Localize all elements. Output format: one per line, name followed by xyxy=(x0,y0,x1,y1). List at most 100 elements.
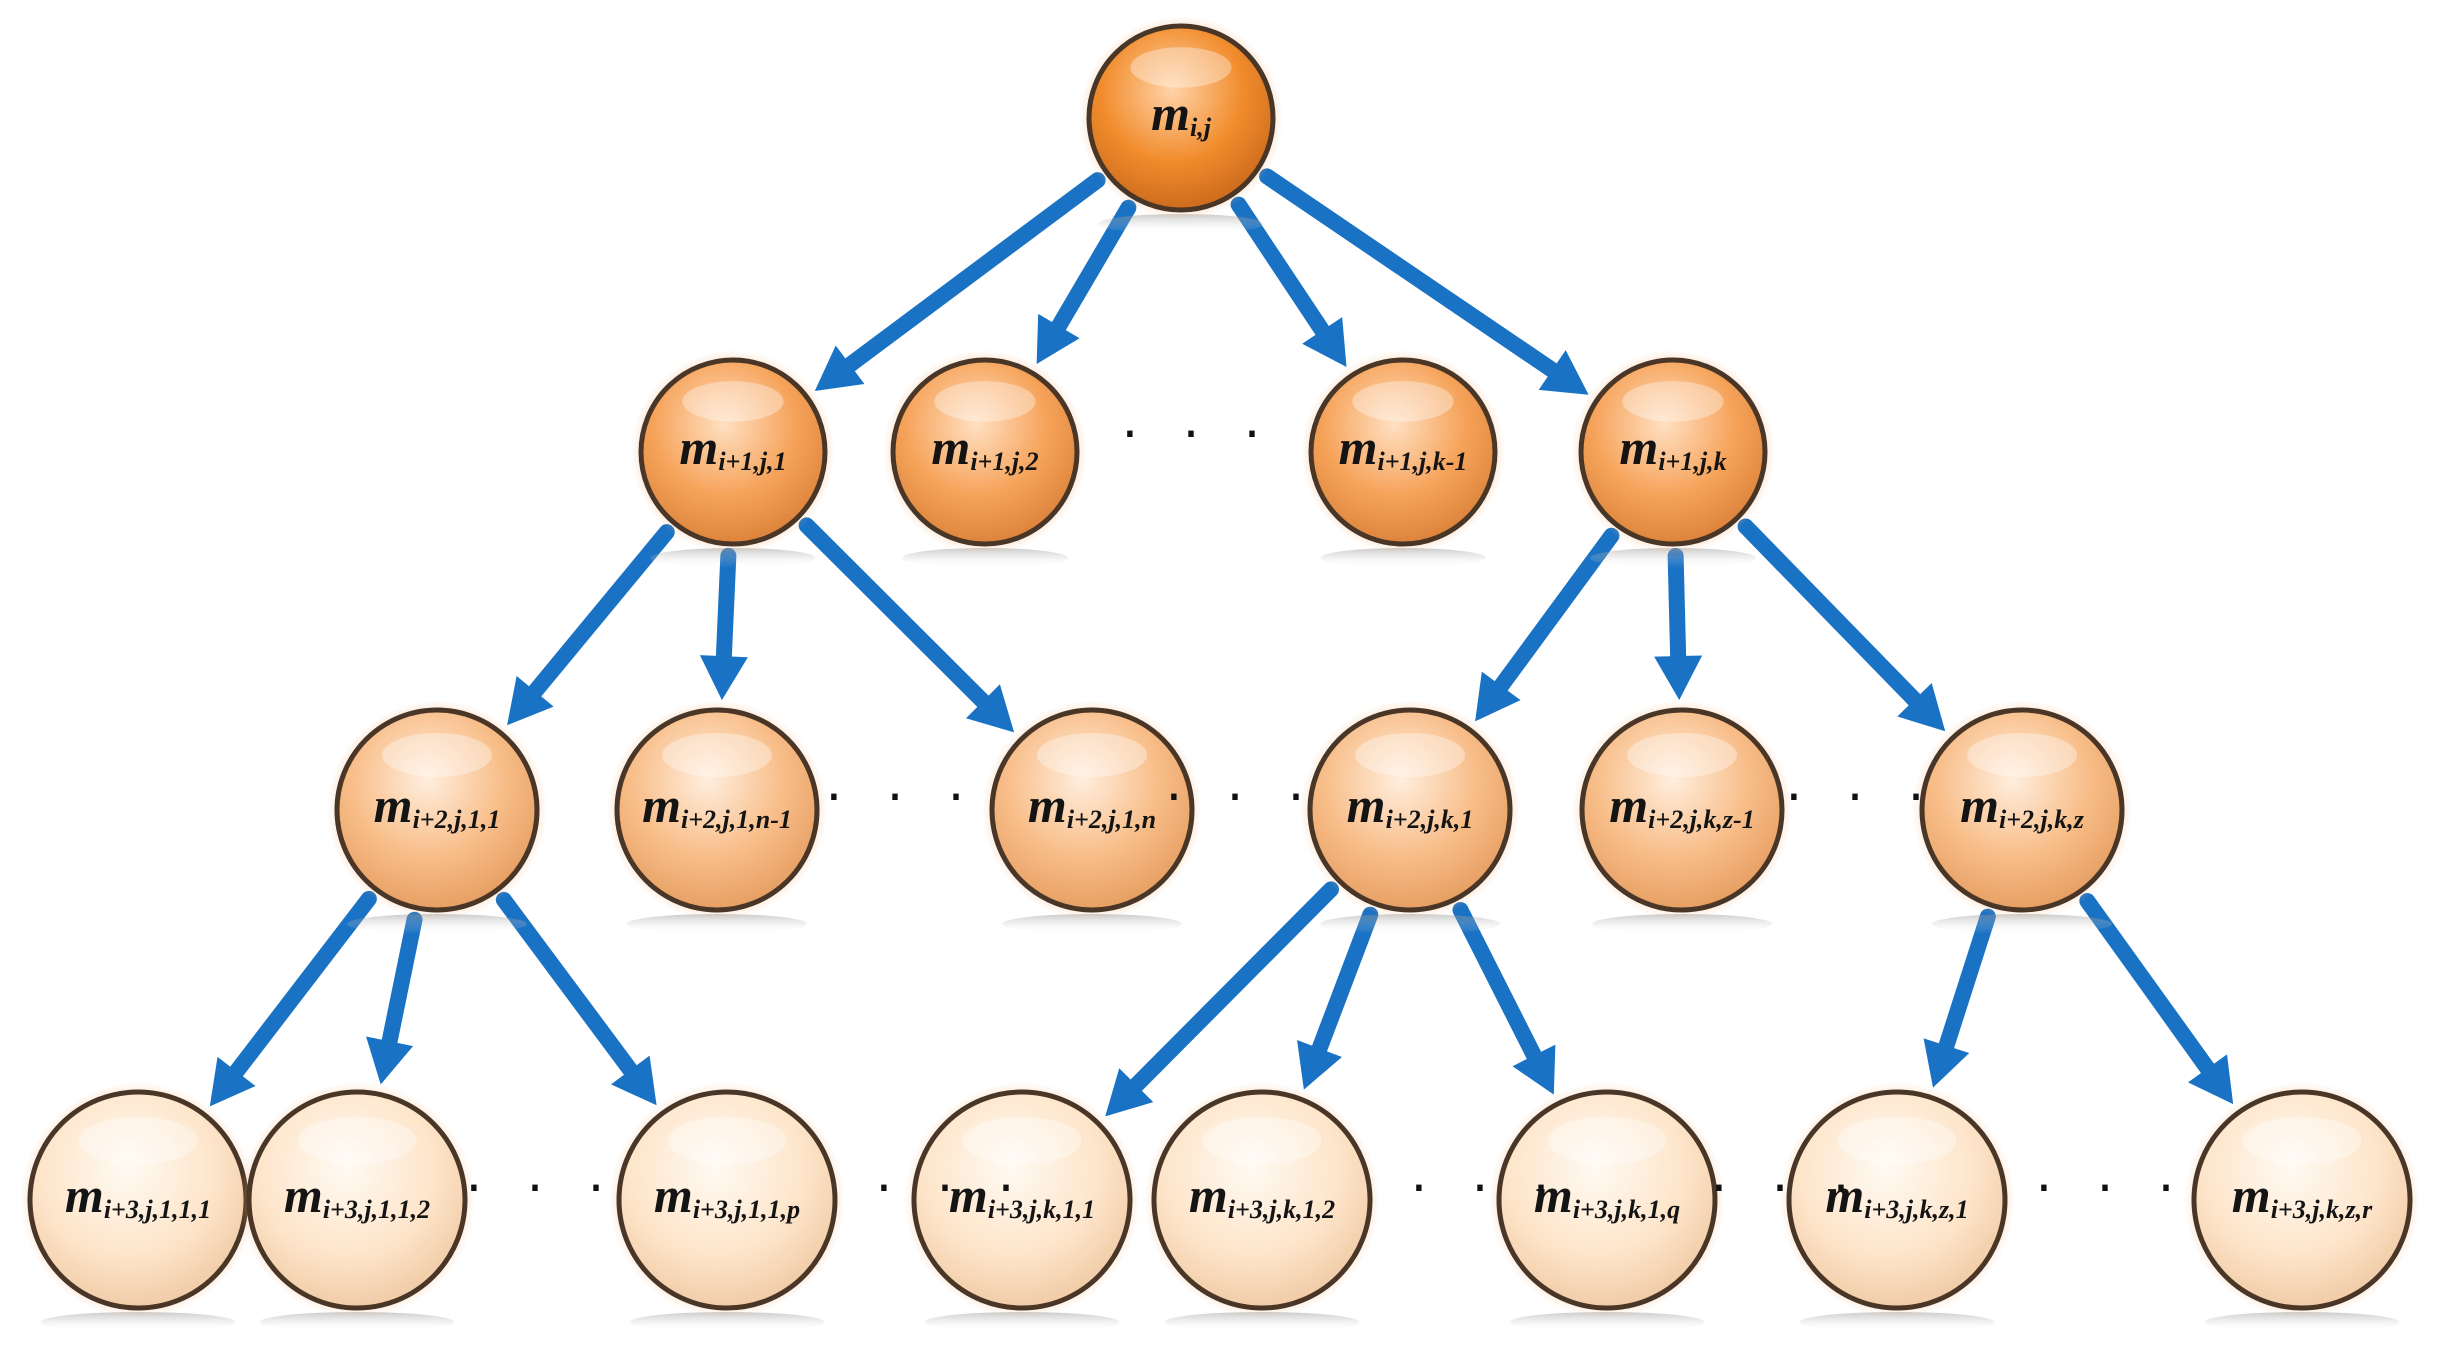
ellipsis-layer: · · ·· · ·· · ·· · ·· · ·· · ·· · ·· · ·… xyxy=(466,405,2189,1219)
tree-node: mi+1,j,k xyxy=(1571,350,1775,568)
tree-node: mi+1,j,1 xyxy=(631,350,835,568)
node-reflection xyxy=(1320,548,1486,568)
node-highlight xyxy=(1355,733,1465,777)
node-label-base: m xyxy=(1534,1167,1573,1223)
node-circle xyxy=(334,707,540,913)
node-label: mi+1,j,2 xyxy=(931,419,1038,476)
node-reflection xyxy=(1098,214,1264,234)
node-label: mi+2,j,1,1 xyxy=(374,777,501,834)
node-label: mi+3,j,k,z,r xyxy=(2232,1167,2373,1224)
tree-node: mi+3,j,k,1,q xyxy=(1489,1082,1725,1332)
node-label-subscript: i+3,j,k,z,1 xyxy=(1864,1195,1968,1224)
node-label: mi+1,j,k xyxy=(1619,419,1726,476)
ellipsis: · · · xyxy=(1411,1159,1564,1219)
node-highlight xyxy=(1627,733,1737,777)
edge-arrow xyxy=(1259,168,1589,395)
ellipsis: · · · xyxy=(2036,1159,2189,1219)
arrow-head xyxy=(1302,317,1347,368)
tree-node: mi+3,j,k,z,r xyxy=(2184,1082,2420,1332)
arrow-shaft xyxy=(495,891,639,1079)
tree-node: mi,j xyxy=(1079,16,1283,234)
node-highlight xyxy=(297,1116,417,1165)
edges-layer xyxy=(209,168,2234,1117)
edge-arrow xyxy=(1923,908,1996,1088)
node-highlight xyxy=(1622,381,1724,422)
edge-arrow xyxy=(366,911,423,1085)
ellipsis: · · · xyxy=(466,1159,619,1219)
node-label: mi+2,j,1,n-1 xyxy=(642,777,792,834)
node-highlight xyxy=(1130,47,1232,88)
tree-node: mi+3,j,k,1,2 xyxy=(1144,1082,1380,1332)
arrow-shaft xyxy=(1259,168,1561,378)
node-label-base: m xyxy=(949,1167,988,1223)
node-label-base: m xyxy=(642,777,681,833)
node-circle xyxy=(1579,707,1785,913)
tree-node: mi+3,j,1,1,1 xyxy=(20,1082,256,1332)
node-label: mi+1,j,k-1 xyxy=(1339,419,1468,476)
arrow-shaft xyxy=(527,524,675,700)
node-label: mi+3,j,k,1,2 xyxy=(1189,1167,1335,1224)
node-label: mi+1,j,1 xyxy=(679,419,786,476)
node-label-subscript: i+1,j,2 xyxy=(970,447,1038,476)
node-label: mi+3,j,k,z,1 xyxy=(1825,1167,1968,1224)
node-label-subscript: i+2,j,1,1 xyxy=(413,805,501,834)
node-label: mi+2,j,k,1 xyxy=(1347,777,1474,834)
node-circle xyxy=(616,1089,838,1311)
node-label-subscript: i+2,j,1,n-1 xyxy=(681,805,792,834)
node-label-base: m xyxy=(654,1167,693,1223)
edge-arrow xyxy=(1036,199,1137,365)
node-label-subscript: i+2,j,k,1 xyxy=(1386,805,1474,834)
arrow-shaft xyxy=(1737,518,1923,708)
tree-node: mi+3,j,k,1,1 xyxy=(904,1082,1140,1332)
edge-arrow xyxy=(1452,901,1556,1095)
arrow-shaft xyxy=(1128,881,1340,1094)
tree-node: mi+2,j,1,n xyxy=(982,700,1202,934)
arrow-head xyxy=(814,345,865,392)
tree-node: mi+2,j,1,1 xyxy=(327,700,547,934)
node-label-base: m xyxy=(1028,777,1067,833)
node-label: mi+2,j,1,n xyxy=(1028,777,1156,834)
node-highlight xyxy=(1967,733,2077,777)
node-reflection xyxy=(1320,914,1500,934)
node-circle xyxy=(2191,1089,2413,1311)
tree-node: mi+1,j,k-1 xyxy=(1301,350,1505,568)
node-label-base: m xyxy=(1960,777,1999,833)
tree-node: mi+2,j,k,1 xyxy=(1300,700,1520,934)
node-highlight xyxy=(382,733,492,777)
arrow-head xyxy=(1897,682,1946,732)
node-reflection xyxy=(40,1312,236,1332)
node-label-subscript: i+3,j,1,1,2 xyxy=(323,1195,430,1224)
arrow-head xyxy=(1923,1038,1970,1088)
node-circle xyxy=(1919,707,2125,913)
node-label-base: m xyxy=(1339,419,1378,475)
node-label: mi+3,j,k,1,q xyxy=(1534,1167,1680,1224)
tree-node: mi+2,j,k,z xyxy=(1912,700,2132,934)
node-label-base: m xyxy=(931,419,970,475)
node-highlight xyxy=(662,733,772,777)
node-circle xyxy=(989,707,1195,913)
arrow-shaft xyxy=(2079,892,2216,1077)
arrow-head xyxy=(2188,1054,2234,1105)
node-circle xyxy=(1496,1089,1718,1311)
node-highlight xyxy=(667,1116,787,1165)
node-highlight xyxy=(2242,1116,2362,1165)
tree-node: mi+3,j,1,1,p xyxy=(609,1082,845,1332)
ellipsis: · · · xyxy=(826,768,979,828)
node-reflection xyxy=(1590,548,1756,568)
node-highlight xyxy=(682,381,784,422)
node-label-base: m xyxy=(1189,1167,1228,1223)
arrow-shaft xyxy=(1311,906,1379,1057)
node-label-subscript: i+1,j,1 xyxy=(718,447,786,476)
node-circle xyxy=(1086,23,1276,213)
arrow-shaft xyxy=(1452,901,1542,1064)
arrow-head xyxy=(699,655,748,701)
arrow-shaft xyxy=(798,517,991,710)
node-label-subscript: i+3,j,1,1,p xyxy=(693,1195,800,1224)
edge-arrow xyxy=(1297,906,1379,1090)
node-reflection xyxy=(902,548,1068,568)
ellipsis: · · · xyxy=(1166,768,1319,828)
arrow-head xyxy=(209,1056,256,1107)
node-label-base: m xyxy=(1609,777,1648,833)
node-circle xyxy=(890,357,1080,547)
